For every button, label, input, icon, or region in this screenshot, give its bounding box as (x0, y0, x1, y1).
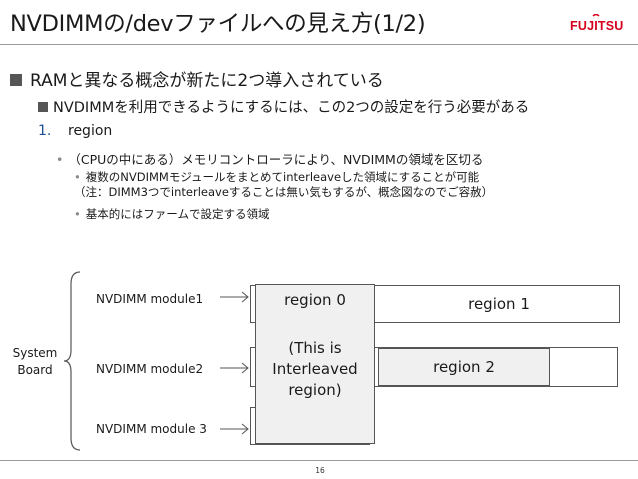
square-bullet-icon (38, 102, 48, 112)
dot-bullet-icon: • (74, 207, 81, 221)
page-number: 16 (315, 466, 325, 475)
note-text: （注：DIMM3つでinterleaveすることは無い気もするが、概念図なのでご… (74, 185, 494, 199)
module1-label: NVDIMM module1 (96, 292, 204, 306)
footer-divider (0, 460, 638, 461)
system-board-label: System Board (12, 346, 58, 377)
module2-label: NVDIMM module2 (96, 362, 204, 376)
item-number: 1. (38, 123, 52, 139)
sub-bullet-firmware: •基本的にはファームで設定する領域 (74, 207, 270, 221)
region2-box: region 2 (378, 348, 550, 386)
dot-bullet-icon: • (56, 152, 64, 167)
module3-label: NVDIMM module 3 (96, 422, 207, 436)
bullet-level2: NVDIMMを利用できるようにするには、この2つの設定を行う必要がある (38, 96, 529, 117)
fujitsu-logo: FUJITSU (570, 14, 624, 33)
dot-bullet-icon: • (74, 170, 81, 184)
svg-text:FUJITSU: FUJITSU (570, 19, 624, 33)
right-arrow-icon (220, 423, 249, 435)
slide-title: NVDIMMの/devファイルへの見え方(1/2) (10, 11, 426, 37)
region0-label: region 0 (284, 291, 346, 309)
interleaved-label: (This is Interleaved region) (272, 339, 358, 399)
square-bullet-icon (10, 74, 22, 86)
sub-bullet-interleave: •複数のNVDIMMモジュールをまとめてinterleaveした領域にすることが… (74, 170, 494, 199)
right-arrow-icon (220, 362, 249, 374)
title-divider (0, 44, 638, 45)
item-text: region (68, 123, 113, 139)
numbered-item: 1. region (38, 123, 112, 139)
right-arrow-icon (220, 291, 249, 303)
left-brace-icon (63, 271, 81, 451)
sub-bullet-controller: •（CPUの中にある）メモリコントローラにより、NVDIMMの領域を区切る (56, 152, 484, 167)
region1-label: region 1 (468, 295, 530, 313)
bullet-level1: RAMと異なる概念が新たに2つ導入されている (10, 66, 384, 91)
region0-box (255, 284, 375, 444)
